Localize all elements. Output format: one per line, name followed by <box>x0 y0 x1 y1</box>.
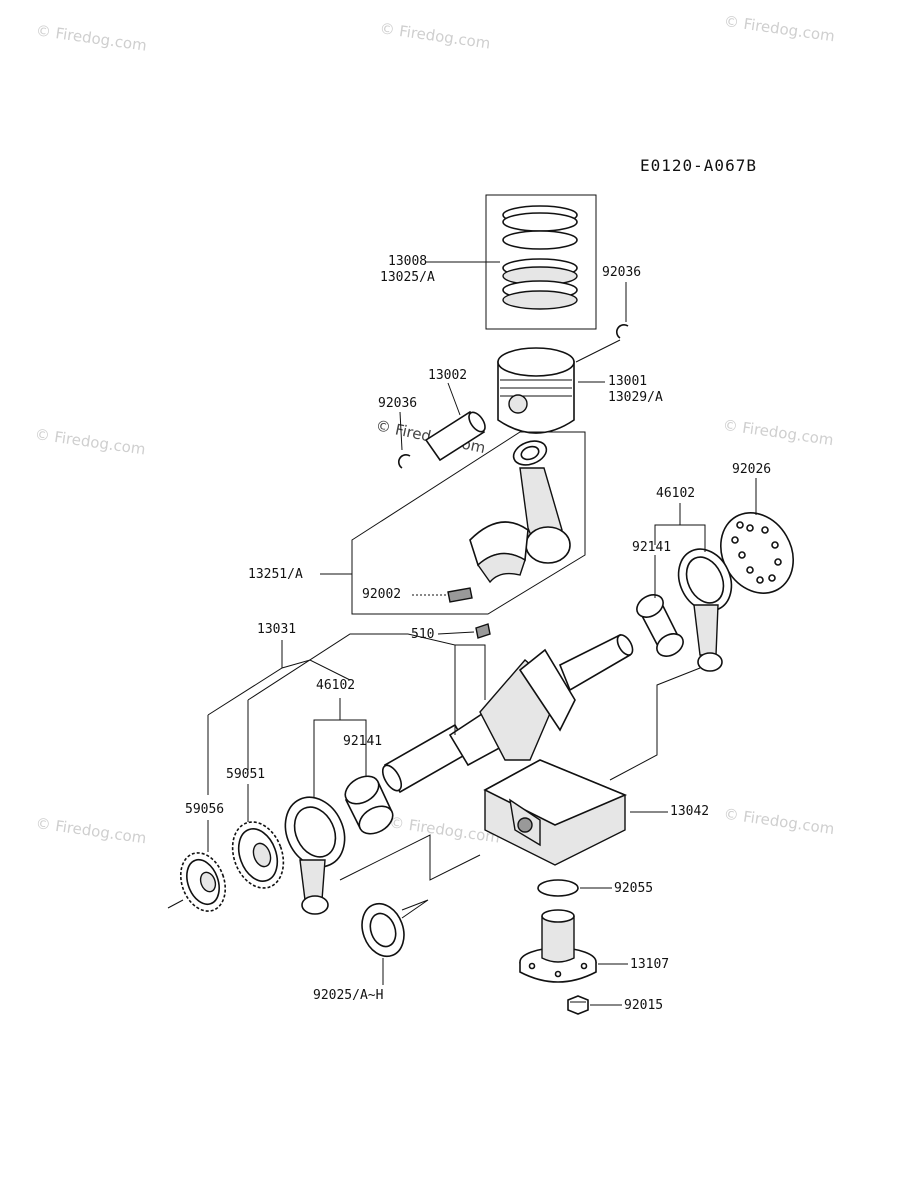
watermark: © Firedog.com <box>722 416 835 449</box>
callout-13107: 13107 <box>630 957 669 972</box>
callout-92025: 92025/A~H <box>313 988 383 1003</box>
balancer-rod-left <box>284 796 346 915</box>
bearing-left <box>344 775 394 835</box>
piston <box>497 347 575 434</box>
balancer-plate <box>720 512 794 594</box>
thrust-washer <box>361 902 405 958</box>
callout-13008: 13008 <box>388 254 427 269</box>
callout-13025: 13025/A <box>380 270 435 285</box>
circlip-upper <box>616 323 629 339</box>
connecting-rod <box>469 440 571 584</box>
callout-46102-lower: 46102 <box>316 678 355 693</box>
gear-59056 <box>179 852 227 912</box>
watermark: © Firedog.com <box>723 12 836 45</box>
key <box>475 623 491 639</box>
bearing-right <box>636 594 684 657</box>
callout-13001: 13001 <box>608 374 647 389</box>
callout-92026: 92026 <box>732 462 771 477</box>
callout-13002: 13002 <box>428 368 467 383</box>
callout-92015: 92015 <box>624 998 663 1013</box>
callout-92141-lower: 92141 <box>343 734 382 749</box>
conrod-box <box>351 431 586 615</box>
callout-92002: 92002 <box>362 587 401 602</box>
crankshaft <box>381 633 634 794</box>
callout-13042: 13042 <box>670 804 709 819</box>
watermark: © Firedog.com <box>723 805 836 838</box>
watermark: © Firedog.com <box>388 813 501 846</box>
callout-59056: 59056 <box>185 802 224 817</box>
watermark: © Firedog.com <box>34 425 147 458</box>
balancer-rod-right <box>677 548 733 672</box>
callout-92055: 92055 <box>614 881 653 896</box>
conrod-bolt <box>447 587 473 603</box>
gear-59051 <box>231 821 285 889</box>
callout-510: 510 <box>411 627 434 642</box>
flange-13107 <box>519 909 597 983</box>
watermark: © Firedog.com <box>35 21 148 54</box>
callout-92036-lower: 92036 <box>378 396 417 411</box>
diagram-code: E0120-A067B <box>640 156 757 175</box>
callout-13029: 13029/A <box>608 390 663 405</box>
callout-92141-upper: 92141 <box>632 540 671 555</box>
watermark: © Firedog.com <box>35 814 148 847</box>
callout-92036-upper: 92036 <box>602 265 641 280</box>
bolt-92015 <box>567 995 589 1015</box>
callout-46102-upper: 46102 <box>656 486 695 501</box>
watermark: © Firedog.com <box>379 19 492 52</box>
crankcase-block <box>483 759 628 866</box>
circlip-lower <box>398 453 411 469</box>
o-ring <box>537 879 579 897</box>
callout-13251: 13251/A <box>248 567 303 582</box>
callout-59051: 59051 <box>226 767 265 782</box>
callout-13031: 13031 <box>257 622 296 637</box>
piston-pin <box>424 410 486 462</box>
piston-rings <box>502 205 578 310</box>
